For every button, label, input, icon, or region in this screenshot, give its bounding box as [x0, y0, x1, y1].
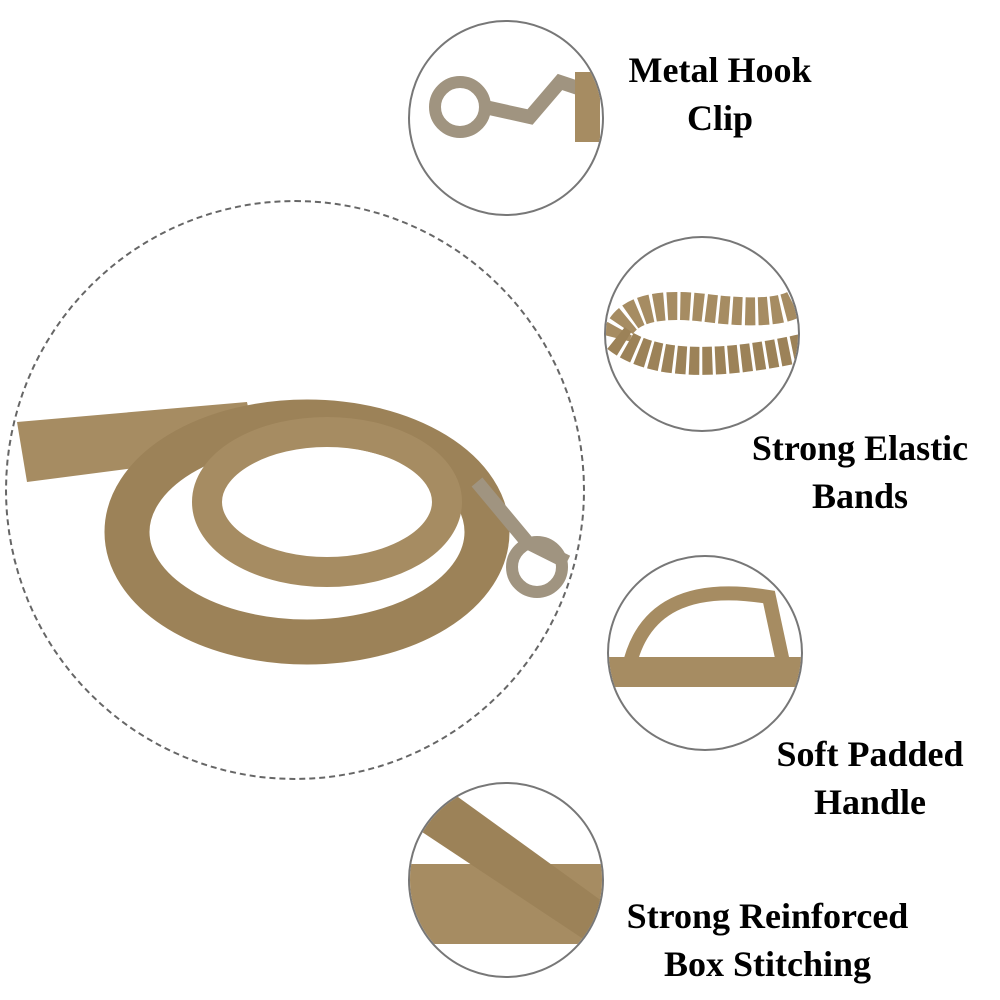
product-image-circle	[5, 200, 585, 780]
label-line: Metal Hook	[628, 50, 812, 90]
hook-clip-detail	[408, 20, 604, 216]
label-line: Handle	[813, 782, 927, 822]
label-line: Clip	[686, 98, 754, 138]
label-line: Soft Padded	[776, 734, 964, 774]
label-line: Bands	[811, 476, 909, 516]
bungee-leash-image	[17, 399, 571, 665]
label-line: Strong Reinforced	[626, 896, 909, 936]
padded-handle-detail	[607, 555, 803, 751]
label-line: Strong Elastic	[751, 428, 969, 468]
box-stitching-detail	[408, 782, 604, 978]
label-line: Box Stitching	[663, 944, 872, 984]
elastic-band-detail	[604, 236, 800, 432]
